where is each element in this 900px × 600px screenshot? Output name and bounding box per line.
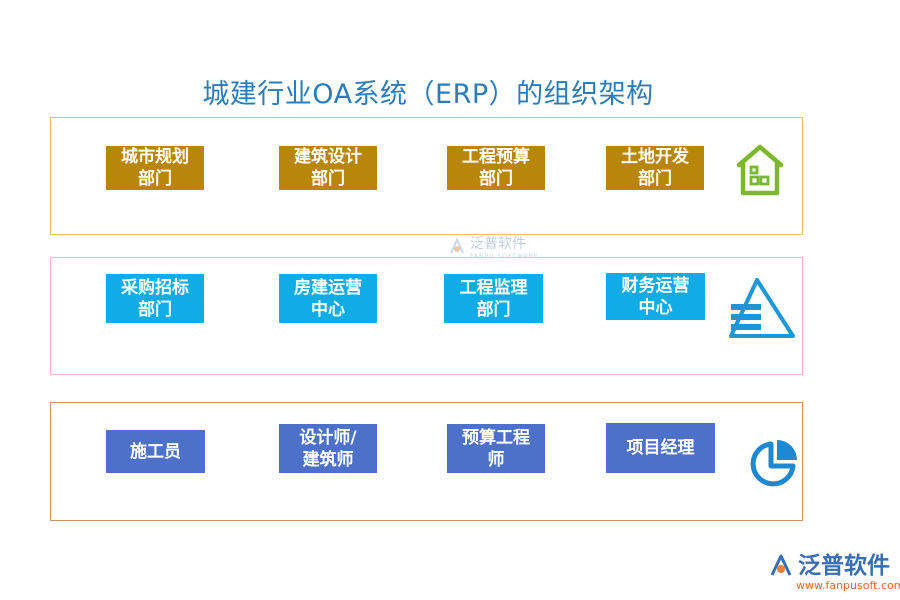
diagram-title: 城建行业OA系统（ERP）的组织架构 bbox=[202, 79, 654, 110]
org-box-architecture-design: 建筑设计 部门 bbox=[279, 146, 377, 190]
org-box-urban-planning: 城市规划 部门 bbox=[106, 146, 204, 190]
org-box-constructor: 施工员 bbox=[106, 430, 205, 473]
org-box-finance-operation: 财务运营 中心 bbox=[606, 273, 705, 320]
house-icon bbox=[731, 143, 789, 197]
org-box-housing-operation: 房建运营 中心 bbox=[279, 274, 377, 323]
watermark-text: 泛普软件 bbox=[470, 236, 526, 252]
row-panel-1 bbox=[50, 117, 803, 235]
brand-logo: 泛普软件 bbox=[768, 553, 890, 579]
org-box-project-budget: 工程预算 部门 bbox=[447, 146, 545, 190]
org-box-project-supervision: 工程监理 部门 bbox=[444, 274, 543, 323]
row-panel-2 bbox=[50, 257, 803, 375]
org-box-project-manager: 项目经理 bbox=[606, 423, 715, 473]
brand-logo-icon bbox=[770, 554, 792, 576]
pie-chart-icon bbox=[746, 436, 802, 492]
watermark: 泛普软件 FANPU SOFTWARE bbox=[448, 233, 539, 260]
org-box-designer-architect: 设计师/ 建筑师 bbox=[279, 424, 377, 473]
pyramid-icon bbox=[727, 276, 797, 340]
row-panel-3 bbox=[50, 402, 803, 521]
brand-url: www.fanpusoft.com bbox=[796, 579, 900, 592]
watermark-sub: FANPU SOFTWARE bbox=[470, 253, 539, 260]
watermark-logo-icon bbox=[450, 237, 464, 253]
org-box-budget-engineer: 预算工程 师 bbox=[447, 424, 545, 473]
brand-name: 泛普软件 bbox=[798, 553, 890, 579]
org-box-land-development: 土地开发 部门 bbox=[606, 146, 704, 190]
org-box-procurement-bidding: 采购招标 部门 bbox=[106, 274, 204, 323]
